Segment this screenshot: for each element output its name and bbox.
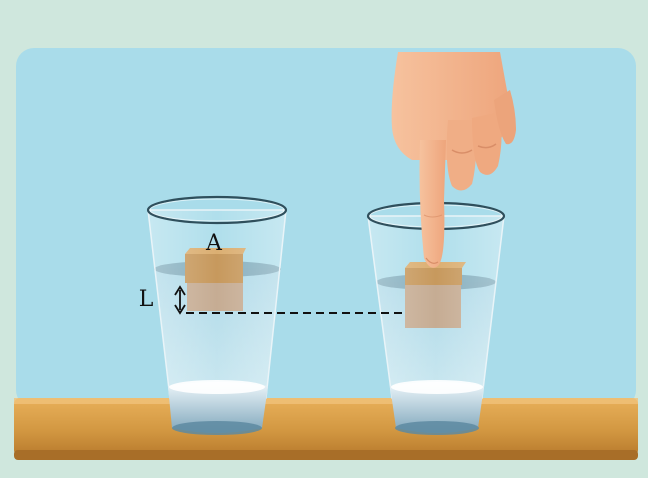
depth-label: L xyxy=(139,287,154,312)
index-finger xyxy=(420,140,447,268)
background-wall xyxy=(16,48,636,408)
block-label: A xyxy=(205,231,223,256)
table xyxy=(14,398,638,460)
